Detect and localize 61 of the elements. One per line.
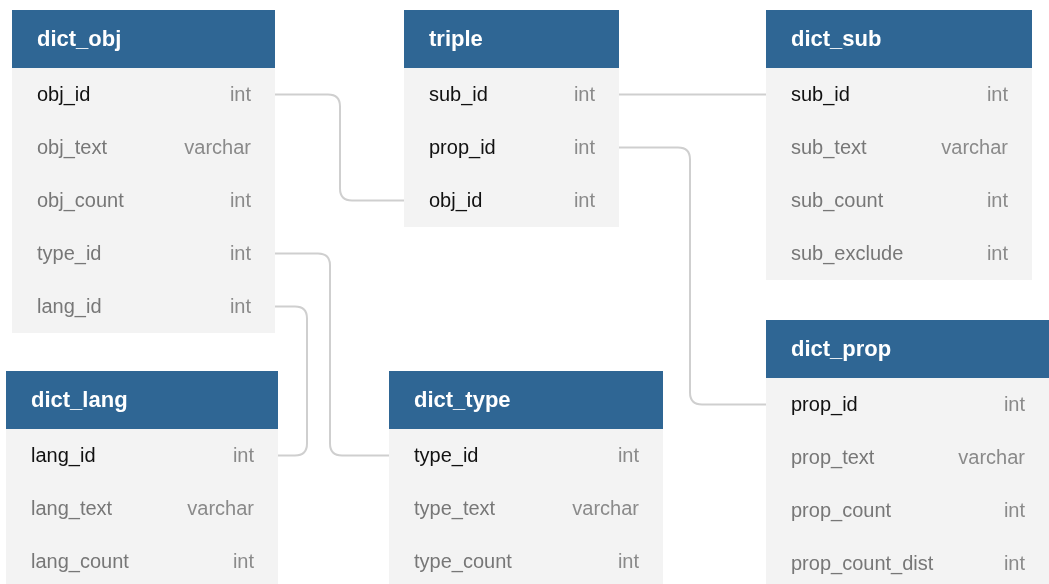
field-type: int: [986, 189, 1008, 212]
field-name: prop_count_dist: [791, 552, 934, 575]
field-type: int: [986, 242, 1008, 265]
field-name: prop_id: [791, 393, 858, 416]
field-type: int: [229, 295, 251, 318]
field-name: type_count: [414, 550, 512, 573]
table-card: [404, 10, 619, 227]
field-name: lang_id: [37, 295, 102, 318]
field-type: varchar: [187, 497, 254, 520]
field-name: lang_count: [31, 550, 129, 573]
field-name: type_id: [414, 444, 479, 467]
field-name: prop_text: [791, 446, 875, 469]
connector-line: [274, 305, 308, 457]
table-card: [6, 371, 278, 584]
table-card: [12, 10, 275, 333]
field-type: int: [617, 550, 639, 573]
field-type: int: [1003, 499, 1025, 522]
field-name: sub_text: [791, 136, 867, 159]
table-header: dict_lang: [6, 371, 278, 429]
field-type: int: [986, 83, 1008, 106]
field-name: type_id: [37, 242, 102, 265]
connector-line: [274, 252, 390, 457]
field-name: obj_id: [37, 83, 91, 106]
field-type: int: [232, 444, 254, 467]
table-header: dict_sub: [766, 10, 1032, 68]
table-header: dict_prop: [766, 320, 1049, 378]
field-type: int: [229, 83, 251, 106]
table-card: [766, 320, 1049, 584]
connector-line: [274, 93, 405, 202]
field-type: int: [573, 189, 595, 212]
field-type: int: [1003, 552, 1025, 575]
field-type: int: [229, 242, 251, 265]
field-name: type_text: [414, 497, 496, 520]
field-name: sub_id: [791, 83, 850, 106]
field-name: lang_id: [31, 444, 96, 467]
field-type: int: [1003, 393, 1025, 416]
connector-line: [618, 146, 767, 406]
field-name: lang_text: [31, 497, 113, 520]
field-name: prop_id: [429, 136, 496, 159]
field-type: varchar: [184, 136, 251, 159]
field-type: int: [232, 550, 254, 573]
field-type: int: [229, 189, 251, 212]
field-name: sub_id: [429, 83, 488, 106]
field-name: obj_id: [429, 189, 483, 212]
connector-line: [618, 93, 767, 96]
table-card: [766, 10, 1032, 280]
field-name: prop_count: [791, 499, 892, 522]
field-type: int: [573, 136, 595, 159]
field-type: varchar: [572, 497, 639, 520]
table-card: [389, 371, 663, 584]
table-header: dict_type: [389, 371, 663, 429]
table-header: dict_obj: [12, 10, 275, 68]
field-type: varchar: [958, 446, 1025, 469]
field-name: sub_count: [791, 189, 884, 212]
field-name: sub_exclude: [791, 242, 904, 265]
field-type: varchar: [941, 136, 1008, 159]
table-header: triple: [404, 10, 619, 68]
field-type: int: [617, 444, 639, 467]
field-type: int: [573, 83, 595, 106]
field-name: obj_count: [37, 189, 124, 212]
field-name: obj_text: [37, 136, 108, 159]
